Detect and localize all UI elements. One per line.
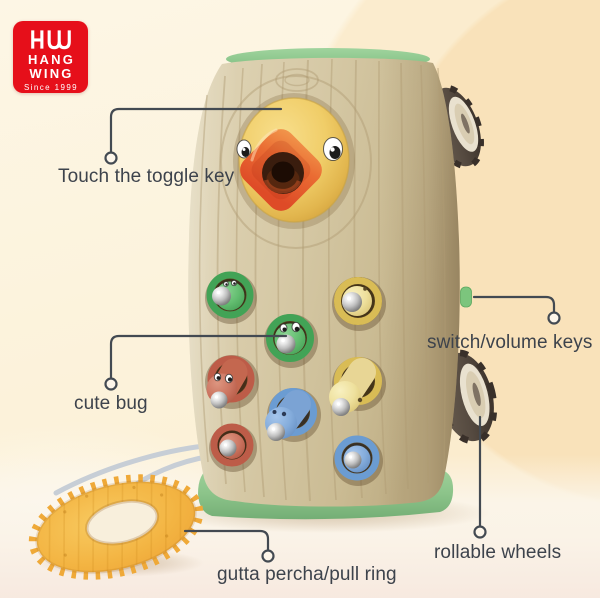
- label-rollable-wheels: rollable wheels: [434, 542, 562, 563]
- left-eye-icon: [236, 139, 252, 159]
- logo-name-top: HANG: [27, 52, 76, 67]
- label-toggle-key: Touch the toggle key: [58, 166, 235, 187]
- bug-blue-lower-center: [265, 388, 321, 442]
- logo-name-bottom: WING: [29, 65, 74, 81]
- callout-dot-toggle-key: [104, 151, 118, 165]
- label-pull-ring: gutta percha/pull ring: [217, 564, 397, 585]
- callout-line-pull-ring: [183, 529, 270, 551]
- hangwing-monogram-icon: [30, 30, 71, 50]
- callout-line-cute-bug: [109, 334, 288, 379]
- hangwing-logo: HANG WING Since 1999: [13, 21, 88, 93]
- bug-green-middle: [264, 314, 318, 368]
- bug-red-bottom-left: [209, 423, 257, 472]
- switch-volume-key: [460, 286, 472, 308]
- bird-face: [233, 93, 355, 229]
- callout-dot-rollable-wheels: [473, 525, 487, 539]
- label-switch-volume: switch/volume keys: [427, 332, 593, 353]
- label-cute-bug: cute bug: [74, 393, 148, 414]
- logo-tagline: Since 1999: [23, 83, 79, 92]
- callout-lines: [104, 107, 561, 563]
- beak-toggle-key: [240, 128, 322, 211]
- pull-ring-hole: [85, 499, 160, 546]
- bug-yellow-upper-right: [332, 277, 386, 331]
- callout-dot-switch-volume: [547, 311, 561, 325]
- right-eye-icon: [323, 137, 343, 161]
- callout-dot-cute-bug: [104, 377, 118, 391]
- callout-dot-pull-ring: [261, 549, 275, 563]
- callout-line-switch-volume: [472, 295, 556, 313]
- bug-yellow-middle-right: [329, 357, 386, 416]
- pull-ring-teether: [28, 466, 204, 588]
- bug-red-middle-left: [205, 355, 259, 409]
- bug-blue-bottom-right: [333, 435, 383, 486]
- bug-green-upper-left: [205, 271, 257, 324]
- callout-line-toggle-key: [109, 107, 283, 153]
